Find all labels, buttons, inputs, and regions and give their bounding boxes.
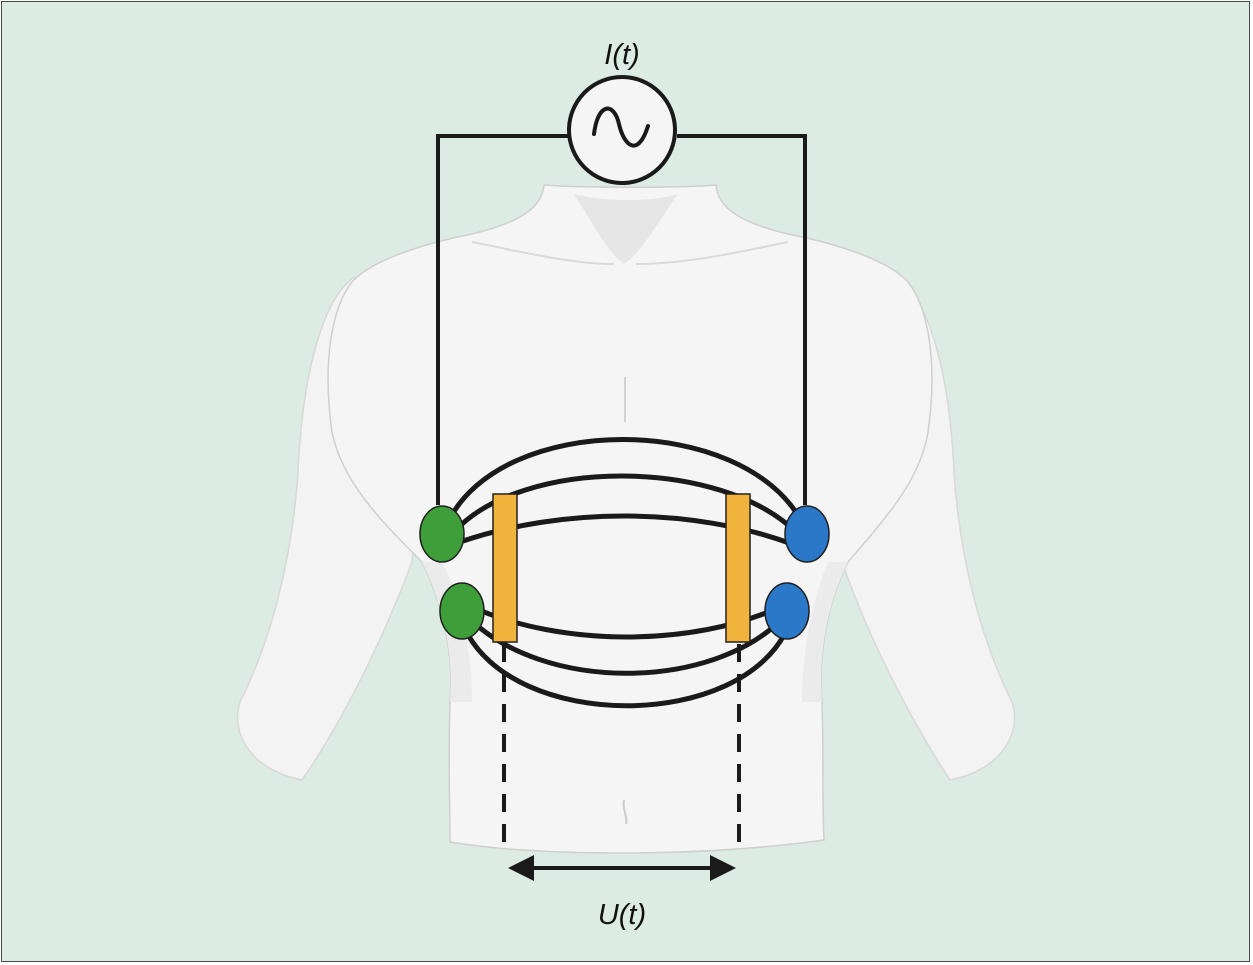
ac-source (567, 75, 677, 185)
collarbone-right (635, 241, 789, 265)
measurement-band-right (725, 493, 751, 643)
arrow-head-right (710, 855, 736, 881)
torso (327, 184, 933, 854)
current-label: I(t) (604, 39, 639, 71)
current-circuit (436, 134, 807, 505)
voltage-label: U(t) (598, 899, 646, 931)
arrow-head-left (508, 855, 534, 881)
electrodes (419, 505, 830, 640)
navel (622, 799, 628, 825)
torso-illustration (236, 184, 1016, 854)
field-line-lower-3 (461, 624, 791, 709)
current-electrode-lower-left (439, 582, 485, 640)
measurement-band-left (492, 493, 518, 643)
field-line-upper-2 (451, 473, 801, 537)
neck-shadow (574, 194, 678, 264)
wire-left (436, 134, 570, 505)
wire-right (677, 134, 807, 505)
voltage-electrode-upper-right (784, 505, 830, 563)
torso-shade-right (802, 562, 848, 702)
voltage-electrode-lower-right (764, 582, 810, 640)
current-electrode-upper-left (419, 505, 465, 563)
voltage-arrow (508, 855, 736, 881)
collarbone-left (471, 241, 615, 265)
field-line-lower-2 (465, 614, 787, 676)
voltage-projection (502, 644, 741, 854)
ac-source-icon (592, 106, 650, 148)
field-line-upper-1 (445, 437, 805, 525)
